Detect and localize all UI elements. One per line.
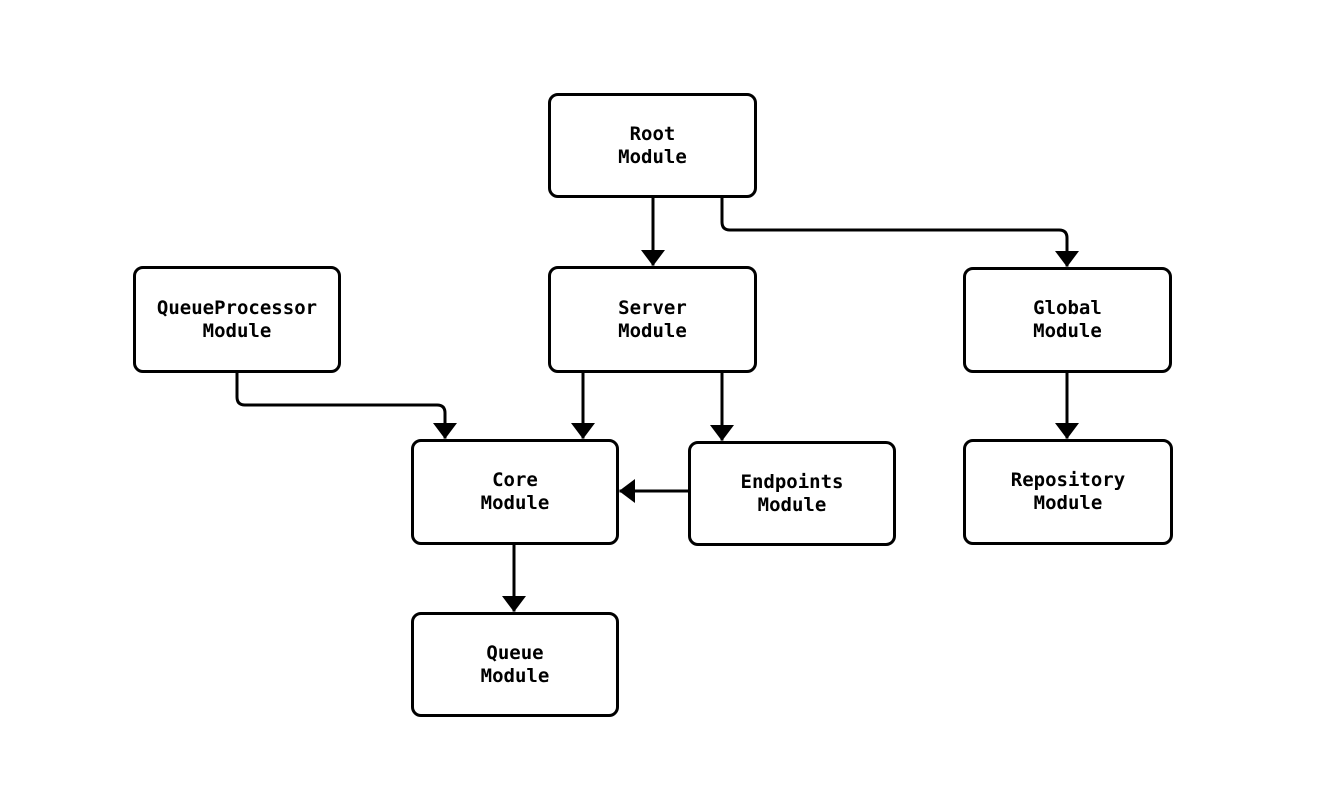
node-core-module: Core Module bbox=[411, 439, 619, 545]
edge-root-to-global bbox=[720, 196, 1079, 267]
node-queue-module: Queue Module bbox=[411, 612, 619, 717]
node-server-module: Server Module bbox=[548, 266, 757, 373]
node-queueprocessor-module: QueueProcessor Module bbox=[133, 266, 341, 373]
edge-queueprocessor-to-core bbox=[235, 371, 457, 439]
node-root-module: Root Module bbox=[548, 93, 757, 198]
node-endpoints-module: Endpoints Module bbox=[688, 441, 896, 546]
node-global-module: Global Module bbox=[963, 267, 1172, 373]
node-repository-module: Repository Module bbox=[963, 439, 1173, 545]
